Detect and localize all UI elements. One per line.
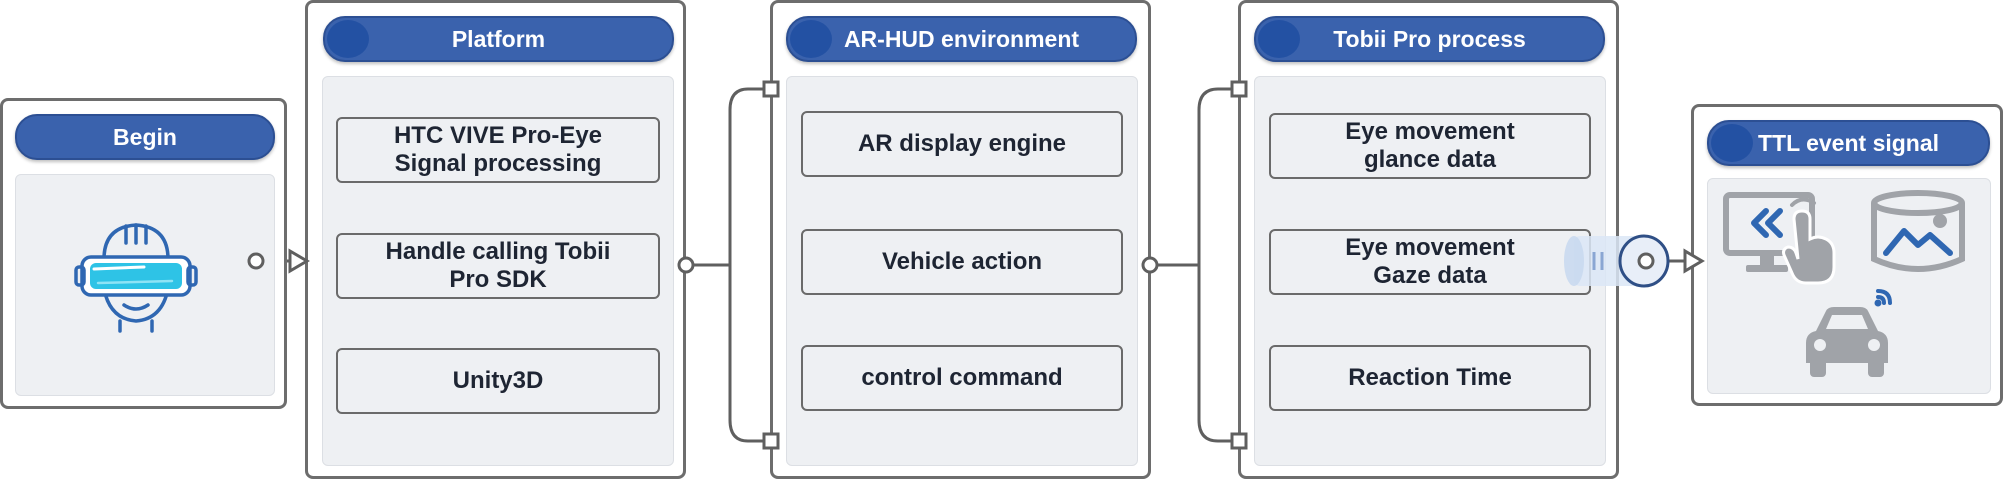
- tobii-item-glance-data: Eye movement glance data: [1269, 113, 1591, 179]
- header-begin: Begin: [15, 114, 275, 160]
- arrow-into-ttl: [1683, 248, 1705, 274]
- input-port-tobii-top: [1230, 80, 1248, 98]
- tobii-item-gaze-data: Eye movement Gaze data: [1269, 229, 1591, 295]
- header-tobii: Tobii Pro process: [1254, 16, 1605, 62]
- output-port-platform: [677, 256, 695, 274]
- arhud-content: AR display engine Vehicle action control…: [786, 76, 1138, 466]
- platform-content: HTC VIVE Pro-Eye Signal processing Handl…: [322, 76, 674, 466]
- output-port-begin: [247, 252, 265, 270]
- tobii-title: Tobii Pro process: [1333, 25, 1526, 52]
- header-arhud: AR-HUD environment: [786, 16, 1137, 62]
- panel-ttl: TTL event signal: [1691, 104, 2003, 406]
- header-ttl: TTL event signal: [1707, 120, 1990, 166]
- input-port-tobii-bottom: [1230, 432, 1248, 450]
- tobii-item-reaction-time: Reaction Time: [1269, 345, 1591, 411]
- panel-arhud: AR-HUD environment AR display engine Veh…: [770, 0, 1151, 479]
- platform-title: Platform: [451, 25, 546, 52]
- signal-gate-icon: [1564, 234, 1670, 288]
- panel-tobii: Tobii Pro process Eye movement glance da…: [1238, 0, 1619, 479]
- bracket-tobii: [1197, 87, 1246, 443]
- connected-car-icon: [1806, 289, 1892, 377]
- header-dot: [1711, 124, 1753, 162]
- header-dot: [327, 20, 369, 58]
- monitor-touch-icon: [1723, 192, 1836, 285]
- arhud-item-vehicle-action: Vehicle action: [801, 229, 1123, 295]
- begin-title: Begin: [113, 123, 177, 150]
- output-port-arhud: [1141, 256, 1159, 274]
- bracket-arhud: [728, 87, 772, 443]
- begin-content: [15, 174, 275, 396]
- panorama-icon: [1871, 190, 1965, 272]
- platform-item-tobii-sdk: Handle calling Tobii Pro SDK: [336, 233, 660, 299]
- arrow-into-platform: [288, 248, 310, 274]
- input-port-arhud-top: [762, 80, 780, 98]
- ttl-content: [1707, 178, 1991, 394]
- arhud-item-control-command: control command: [801, 345, 1123, 411]
- panel-platform: Platform HTC VIVE Pro-Eye Signal process…: [305, 0, 686, 479]
- platform-item-unity3d: Unity3D: [336, 348, 660, 414]
- header-dot: [790, 20, 832, 58]
- ttl-title: TTL event signal: [1757, 129, 1940, 156]
- panel-begin: Begin: [0, 98, 287, 409]
- input-port-arhud-bottom: [762, 432, 780, 450]
- tobii-content: Eye movement glance data Eye movement Ga…: [1254, 76, 1606, 466]
- header-dot: [1258, 20, 1300, 58]
- header-platform: Platform: [323, 16, 674, 62]
- platform-item-signal-processing: HTC VIVE Pro-Eye Signal processing: [336, 117, 660, 183]
- arhud-title: AR-HUD environment: [843, 25, 1080, 52]
- vr-headset-person-icon: [74, 223, 198, 333]
- arhud-item-display-engine: AR display engine: [801, 111, 1123, 177]
